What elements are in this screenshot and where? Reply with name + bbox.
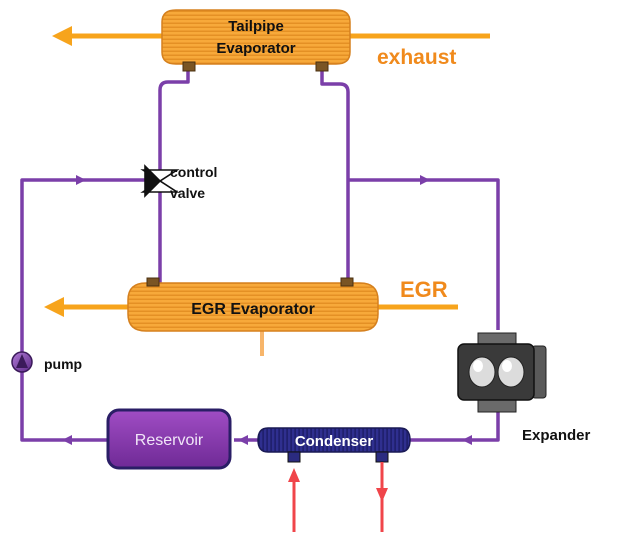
flow-arrow-icon: [376, 488, 388, 502]
flow-arrow-icon: [288, 468, 300, 482]
flow-arrow-icon: [44, 297, 64, 317]
expander-icon: [457, 332, 547, 413]
reservoir-label: Reservoir: [135, 432, 204, 449]
pump-label: pump: [44, 356, 82, 372]
tailpipe-evaporator: [52, 9, 490, 72]
control-valve-label-1: control: [170, 164, 217, 180]
pipe-valve-to-tailpipe: [158, 70, 190, 180]
pump-icon: [11, 351, 33, 373]
valve-icon: [140, 164, 180, 198]
control-valve-label-2: valve: [170, 185, 205, 201]
pipe-tailpipe-outlet: [320, 70, 350, 180]
egr-evaporator: [44, 277, 458, 356]
exhaust-label: exhaust: [377, 46, 456, 69]
coolant-flow: [288, 462, 388, 532]
pipe-expander-to-condenser: [410, 412, 500, 442]
pipe-valve-to-egr: [148, 180, 162, 287]
reservoir: [106, 408, 232, 470]
condenser: [257, 427, 411, 463]
condenser-label: Condenser: [295, 433, 374, 450]
tailpipe-evaporator-label-2: Evaporator: [216, 40, 295, 57]
egr-evaporator-label: EGR Evaporator: [191, 301, 315, 318]
tailpipe-evaporator-label-1: Tailpipe: [228, 18, 284, 35]
flow-arrow-icon: [62, 175, 472, 445]
expander-label: Expander: [522, 427, 591, 444]
egr-label: EGR: [400, 277, 448, 302]
flow-arrow-icon: [52, 26, 72, 46]
working-fluid-loop: [20, 70, 500, 442]
pipe-to-expander: [348, 178, 500, 330]
